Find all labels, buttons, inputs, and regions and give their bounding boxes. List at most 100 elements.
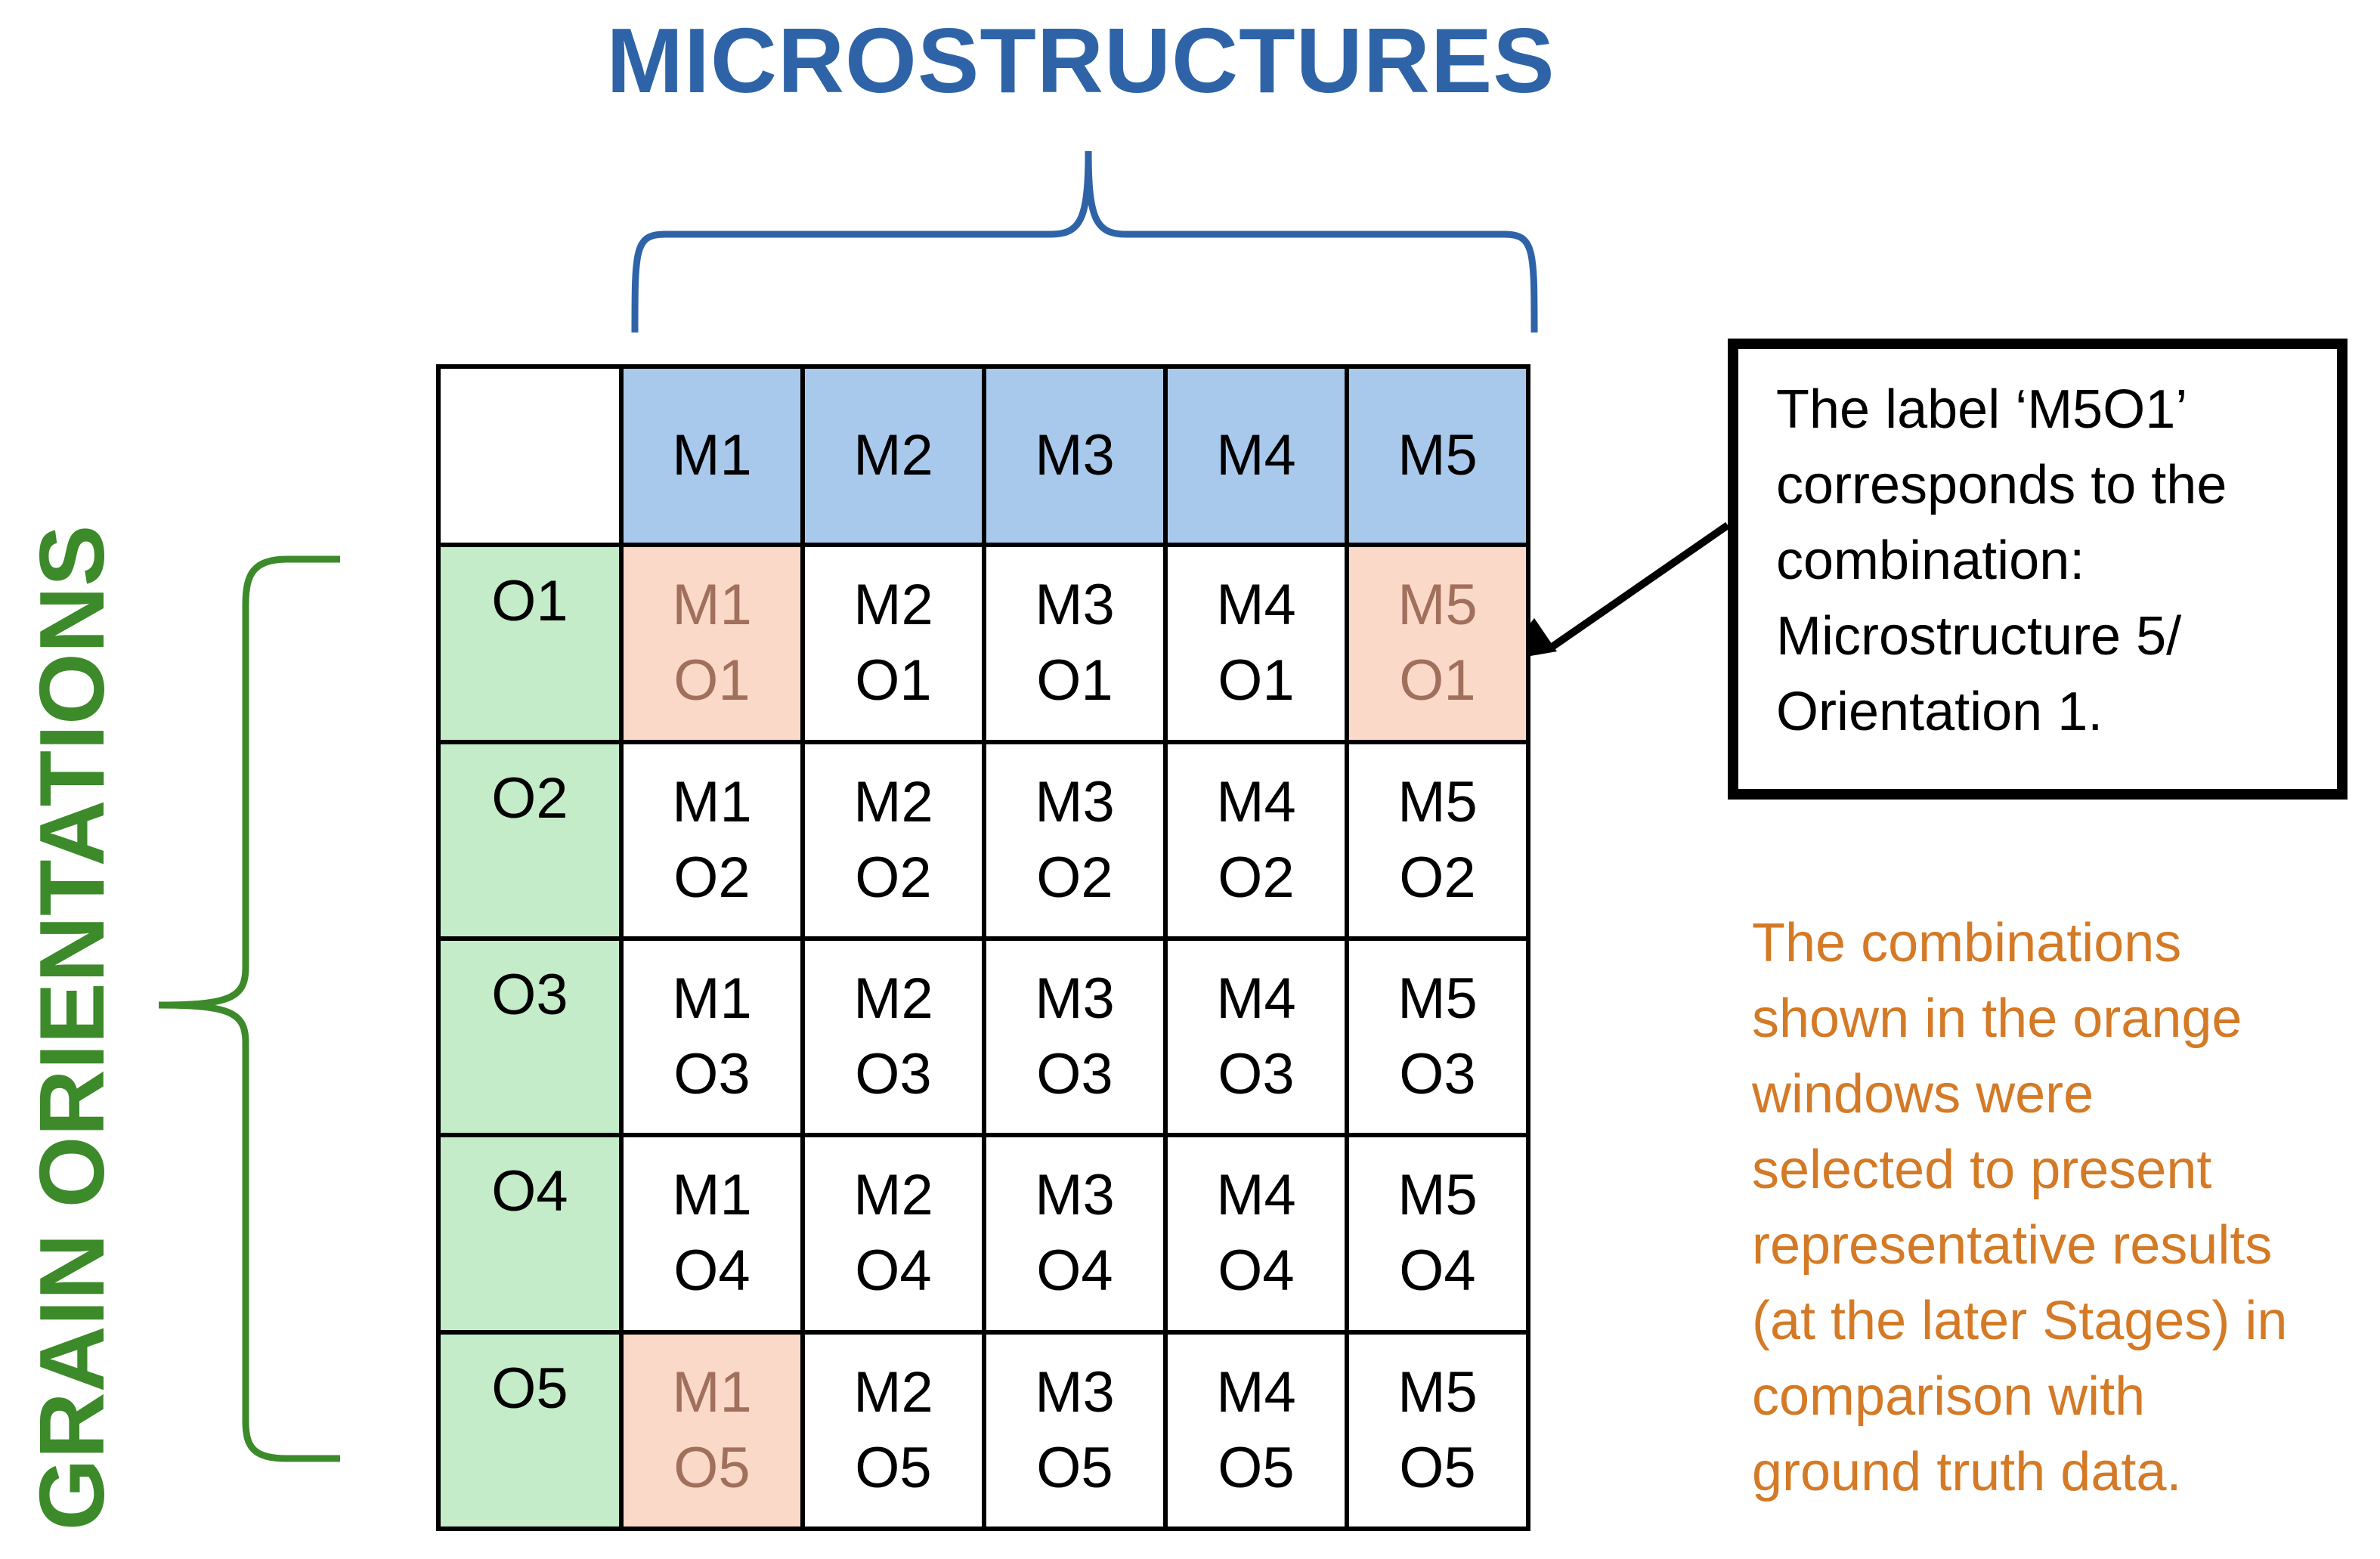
- cell-orientation-label: O4: [1218, 1239, 1295, 1304]
- cell-orientation-label: O4: [1036, 1239, 1113, 1304]
- corner-cell: [436, 363, 624, 548]
- cell-microstructure-label: M4: [1216, 1163, 1296, 1228]
- column-header-m4: M4: [1163, 363, 1349, 548]
- callout-line: corresponds to the: [1776, 455, 2227, 515]
- note-line: representative results: [1752, 1215, 2273, 1276]
- cell-microstructure-label: M5: [1397, 1163, 1478, 1228]
- microstructures-brace: [631, 150, 1538, 333]
- cell-microstructure-label: M3: [1035, 967, 1115, 1032]
- grain-orientations-brace: [158, 555, 340, 1462]
- cell-microstructure-label: M2: [853, 1163, 933, 1228]
- cell-microstructure-label: M3: [1035, 1163, 1115, 1228]
- cell-orientation-label: O1: [855, 648, 932, 713]
- cell-orientation-label: O5: [1036, 1435, 1113, 1500]
- cell-orientation-label: O3: [673, 1042, 751, 1107]
- cell-microstructure-label: M2: [853, 1359, 933, 1424]
- cell-orientation-label: O5: [1399, 1435, 1476, 1500]
- cell-microstructure-label: M4: [1216, 1359, 1296, 1424]
- cell-microstructure-label: M5: [1397, 769, 1478, 834]
- column-header-m1: M1: [619, 363, 805, 548]
- note-line: shown in the orange: [1752, 988, 2242, 1049]
- cell-orientation-label: O2: [1036, 845, 1113, 910]
- note-line: The combinations: [1752, 913, 2182, 973]
- cell-orientation-label: O3: [1218, 1042, 1295, 1107]
- column-header-m3: M3: [982, 363, 1168, 548]
- cell-orientation-label: O1: [1399, 648, 1476, 713]
- cell-microstructure-label: M2: [853, 967, 933, 1032]
- callout-line: Orientation 1.: [1776, 682, 2103, 742]
- note-line: selected to present: [1752, 1140, 2212, 1200]
- column-header-row: M1 M2 M3 M4 M5: [436, 363, 1530, 548]
- microstructures-title: MICROSTRUCTURES: [606, 9, 1555, 112]
- cell-orientation-label: O4: [673, 1239, 751, 1304]
- cell-orientation-label: O2: [1399, 845, 1476, 910]
- row-header-o2: O2: [436, 739, 624, 941]
- cell-microstructure-label: M5: [1397, 1359, 1478, 1424]
- cell-orientation-label: O3: [855, 1042, 932, 1107]
- callout-arrow-line: [1551, 521, 1730, 650]
- cell-orientation-label: O2: [1218, 845, 1295, 910]
- cell-microstructure-label: M1: [672, 967, 752, 1032]
- orange-note: The combinations shown in the orange win…: [1752, 905, 2357, 1510]
- cell-orientation-label: O4: [855, 1239, 932, 1304]
- cell-microstructure-label: M3: [1035, 573, 1115, 638]
- cell-microstructure-label: M5: [1397, 967, 1478, 1032]
- column-header-m2: M2: [800, 363, 986, 548]
- cell-orientation-label: O1: [1218, 648, 1295, 713]
- callout-line: The label ‘M5O1’: [1776, 379, 2188, 440]
- callout-line: combination:: [1776, 530, 2085, 591]
- row-header-o1: O1: [436, 543, 624, 744]
- cell-microstructure-label: M2: [853, 769, 933, 834]
- row-header-o5: O5: [436, 1329, 624, 1532]
- column-header-m5: M5: [1345, 363, 1530, 548]
- cell-orientation-label: O5: [1218, 1435, 1295, 1500]
- cell-microstructure-label: M2: [853, 573, 933, 638]
- cell-orientation-label: O5: [673, 1435, 751, 1500]
- row-header-o4: O4: [436, 1133, 624, 1335]
- cell-orientation-label: O2: [855, 845, 932, 910]
- note-line: windows were: [1752, 1064, 2094, 1124]
- cell-orientation-label: O4: [1399, 1239, 1476, 1304]
- cell-microstructure-label: M3: [1035, 769, 1115, 834]
- cell-orientation-label: O1: [1036, 648, 1113, 713]
- cell-microstructure-label: M1: [672, 769, 752, 834]
- cell-orientation-label: O3: [1036, 1042, 1113, 1107]
- cell-microstructure-label: M4: [1216, 967, 1296, 1032]
- cell-microstructure-label: M1: [672, 573, 752, 638]
- cell-microstructure-label: M4: [1216, 769, 1296, 834]
- note-line: ground truth data.: [1752, 1442, 2182, 1502]
- cell-orientation-label: O2: [673, 845, 751, 910]
- callout-box: The label ‘M5O1’ corresponds to the comb…: [1728, 339, 2348, 800]
- cell-orientation-label: O5: [855, 1435, 932, 1500]
